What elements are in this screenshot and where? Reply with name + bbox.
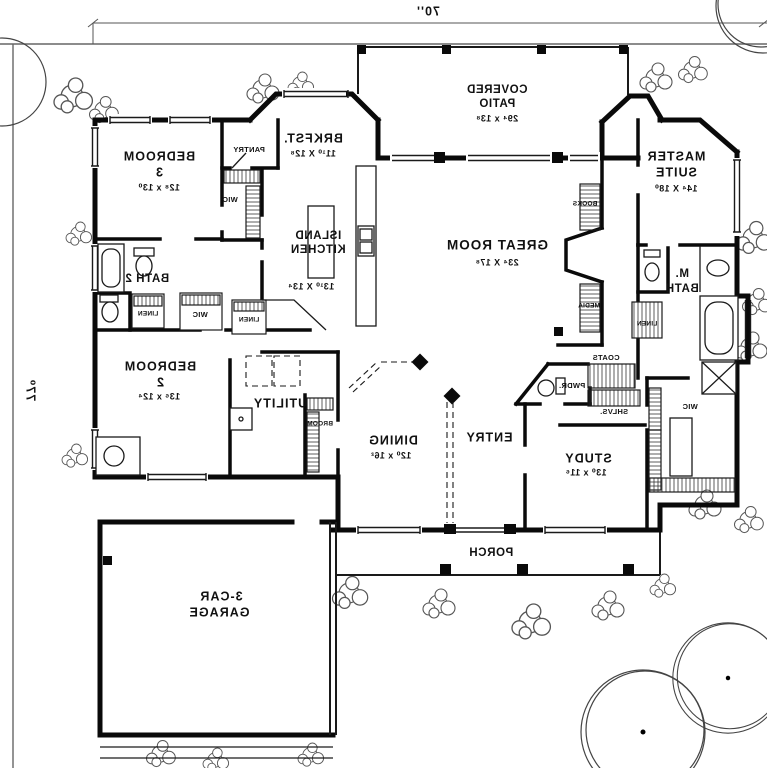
label-kitchen-dims: 13¹⁰ X 13⁴: [288, 281, 334, 291]
label-great-room: GREAT ROOM: [446, 238, 548, 253]
label-garage-1: 3-CAR: [199, 589, 242, 603]
label-linen-bath: LINEN: [138, 311, 159, 318]
label-bedroom3-1: BEDROOM: [123, 149, 195, 163]
label-bath2: BATH 2: [125, 273, 169, 285]
label-utility: UTILITY: [253, 396, 307, 410]
label-master-dims: 14⁴ X 18⁰: [654, 183, 697, 193]
label-coats: COATS: [592, 353, 619, 362]
label-books: BOOKS: [572, 201, 597, 208]
label-master-1: MASTER: [647, 149, 706, 163]
label-bedroom2-1: BEDROOM: [124, 359, 196, 373]
label-mbath-1: M.: [675, 268, 689, 280]
label-great-room-dims: 23⁴ X 17⁸: [475, 257, 518, 267]
closets: [131, 169, 736, 493]
site-boundary: [0, 43, 767, 768]
label-wic-hall: WIC: [192, 310, 208, 319]
label-dining-dims: 12⁰ x 16²: [371, 450, 412, 460]
dim-height-label: 77⁰: [24, 379, 38, 401]
label-wic-bed3: WIC: [222, 195, 238, 204]
label-brkfst: BRKFST.: [283, 131, 343, 145]
label-bedroom3-2: 3: [155, 165, 163, 179]
label-mbath-2: BATH: [665, 283, 699, 295]
label-linen-hall: LINEN: [239, 317, 260, 324]
labels: 70'' 77⁰ COVERED PATIO 29⁴ x 13⁸ BRKFST.…: [24, 4, 706, 619]
label-covered-patio-1: COVERED: [466, 84, 527, 96]
label-covered-patio-2: PATIO: [479, 98, 515, 110]
label-dining: DINING: [368, 433, 418, 447]
label-garage-2: GARAGE: [189, 605, 250, 619]
dim-width-label: 70'': [416, 4, 440, 18]
label-study: STUDY: [564, 451, 611, 465]
label-kitchen-1: ISLAND: [295, 230, 341, 242]
label-master-2: SUITE: [655, 165, 697, 179]
label-entry: ENTRY: [466, 430, 513, 444]
label-kitchen-2: KITCHEN: [290, 244, 345, 256]
label-broom: BROOM: [307, 421, 333, 428]
label-pwdr: PWDR.: [559, 381, 586, 390]
label-shlvs: SHLVS.: [600, 407, 628, 416]
fixtures: [95, 165, 739, 477]
dimension-lines: [87, 18, 767, 44]
covered-patio-outline: [357, 45, 629, 95]
label-porch: PORCH: [469, 547, 514, 559]
label-brkfst-dims: 11¹⁰ X 12⁸: [290, 148, 336, 158]
label-bedroom2-2: 2: [156, 375, 164, 389]
label-bedroom2-dims: 13⁶ x 12⁴: [138, 391, 180, 401]
porch-outline: [336, 530, 661, 576]
label-linen-mbath: LINEN: [637, 321, 658, 328]
label-study-dims: 13⁰ x 11⁶: [565, 467, 606, 477]
garage-walls: [97, 519, 337, 759]
label-media: MEDIA: [578, 303, 600, 310]
label-bedroom3-dims: 12⁸ x 13⁰: [138, 182, 180, 192]
label-wic-master: WIC: [682, 402, 698, 411]
label-pantry: PANTRY: [233, 145, 265, 154]
label-covered-patio-dims: 29⁴ x 13⁸: [476, 113, 518, 123]
